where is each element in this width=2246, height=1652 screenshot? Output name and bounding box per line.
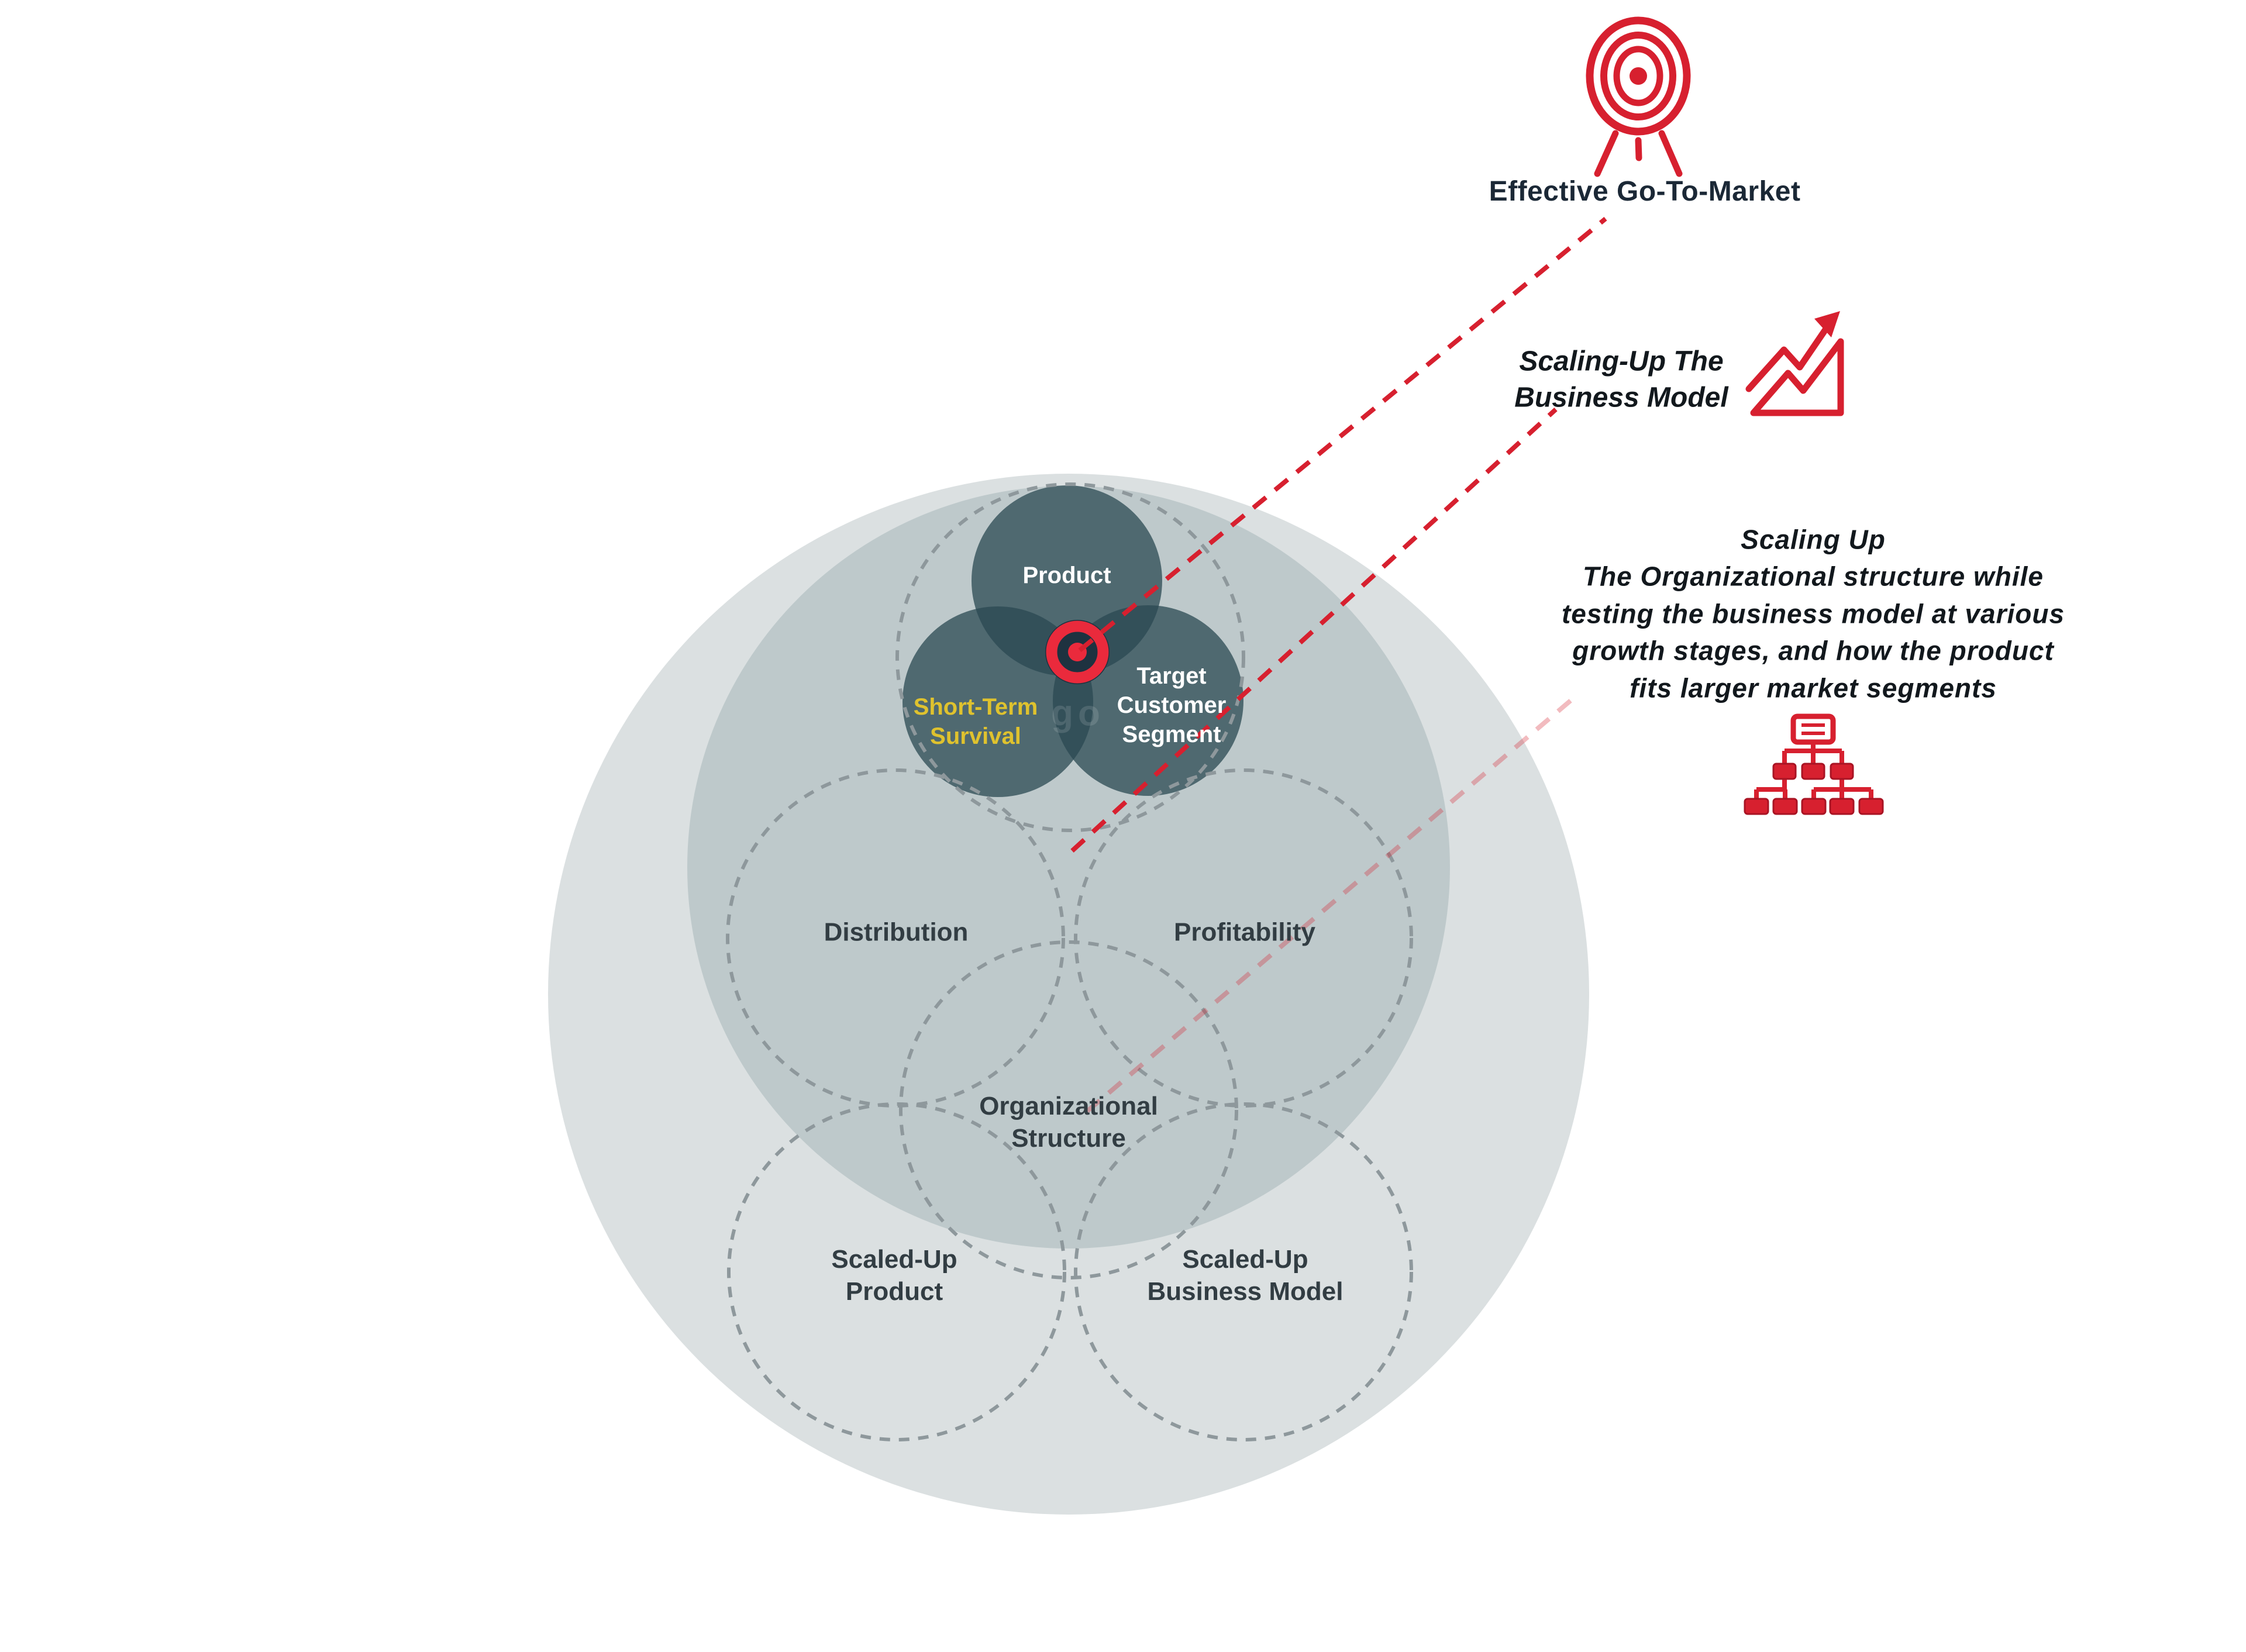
inner-stage-circle <box>687 486 1450 1249</box>
target-customer-segment-label: Target Customer Segment <box>1117 663 1227 747</box>
profitability-label: Profitability <box>1173 918 1316 947</box>
scaled-up-product-dashed-circle <box>727 1102 1066 1441</box>
line-to-go-to-market <box>1078 216 1607 653</box>
scaled-up-business-model-label: Scaled-Up Business Model <box>1147 1245 1344 1306</box>
scaling-up-business-model-label: Scaling-Up The Business Model <box>1514 346 1728 413</box>
watermark: go <box>1051 693 1105 734</box>
scaled-up-product-label: Scaled-Up Product <box>831 1245 957 1306</box>
distribution-dashed-circle <box>726 768 1065 1108</box>
scaled-up-business-model-dashed-circle <box>1074 1102 1413 1441</box>
connector-lines <box>1070 216 1607 1113</box>
effective-go-to-market-label: Effective Go-To-Market <box>1489 176 1801 207</box>
trio-dashed-circle <box>895 482 1245 832</box>
product-label: Product <box>1022 563 1111 588</box>
short-term-survival-label: Short-Term Survival <box>913 694 1038 749</box>
line-to-scaling-business-model <box>1070 408 1558 853</box>
organizational-structure-label: Organizational Structure <box>979 1092 1158 1153</box>
dashed-guide-circles <box>726 482 1413 1441</box>
bullseye-marker <box>1045 620 1110 684</box>
target-icon <box>1586 16 1691 177</box>
growth-chart-icon <box>1745 311 1844 416</box>
org-chart-icon <box>1744 713 1884 815</box>
organizational-structure-dashed-circle <box>899 940 1238 1279</box>
profitability-dashed-circle <box>1074 768 1413 1108</box>
scaling-up-org-paragraph: Scaling Up The Organizational structure … <box>1561 524 2065 703</box>
distribution-label: Distribution <box>824 918 969 947</box>
line-to-scaling-org <box>1086 696 1575 1113</box>
